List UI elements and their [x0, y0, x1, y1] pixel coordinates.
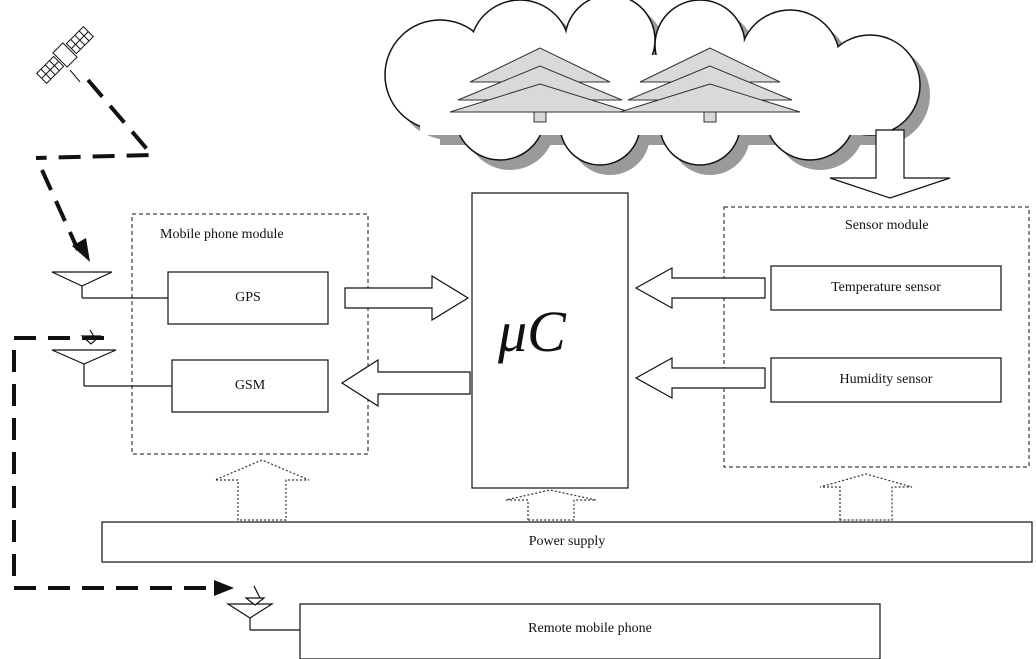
tree-icon — [619, 47, 801, 123]
arrow-icon — [819, 473, 913, 521]
microcontroller-label: μC — [498, 299, 566, 364]
temperature-sensor-label: Temperature sensor — [831, 280, 941, 295]
humidity-sensor-box — [770, 357, 1002, 403]
arrow-icon — [340, 358, 471, 408]
arrow-icon — [344, 274, 470, 322]
gsm-box — [171, 359, 329, 413]
tree-icon — [449, 47, 631, 123]
remote-phone-label: Remote mobile phone — [528, 621, 652, 636]
mobile-phone-module-title: Mobile phone module — [160, 227, 284, 242]
temperature-sensor-box — [770, 265, 1002, 311]
arrow-icon — [72, 238, 90, 262]
arrow-icon — [634, 356, 766, 400]
microcontroller-box — [471, 192, 629, 489]
antenna-icon — [225, 585, 300, 631]
arrow-icon — [829, 129, 951, 199]
arrow-icon — [214, 459, 310, 521]
gps-label: GPS — [235, 290, 261, 305]
satellite-link — [40, 169, 80, 251]
satellite-icon — [36, 26, 94, 84]
sensor-module-title: Sensor module — [845, 218, 929, 233]
humidity-sensor-label: Humidity sensor — [839, 372, 933, 387]
gsm-label: GSM — [234, 378, 266, 393]
gsm-link — [12, 336, 216, 590]
remote-phone-box — [299, 603, 881, 659]
mobile-phone-module-frame — [131, 213, 369, 455]
antenna-icon — [51, 271, 168, 299]
arrow-icon — [505, 489, 597, 521]
arrow-icon — [214, 580, 234, 596]
sensor-module-frame — [723, 206, 1030, 468]
gps-box — [167, 271, 329, 325]
power-supply-bar — [101, 521, 1033, 563]
satellite-link — [35, 78, 157, 160]
arrow-icon — [634, 266, 766, 310]
power-supply-label: Power supply — [528, 534, 606, 549]
